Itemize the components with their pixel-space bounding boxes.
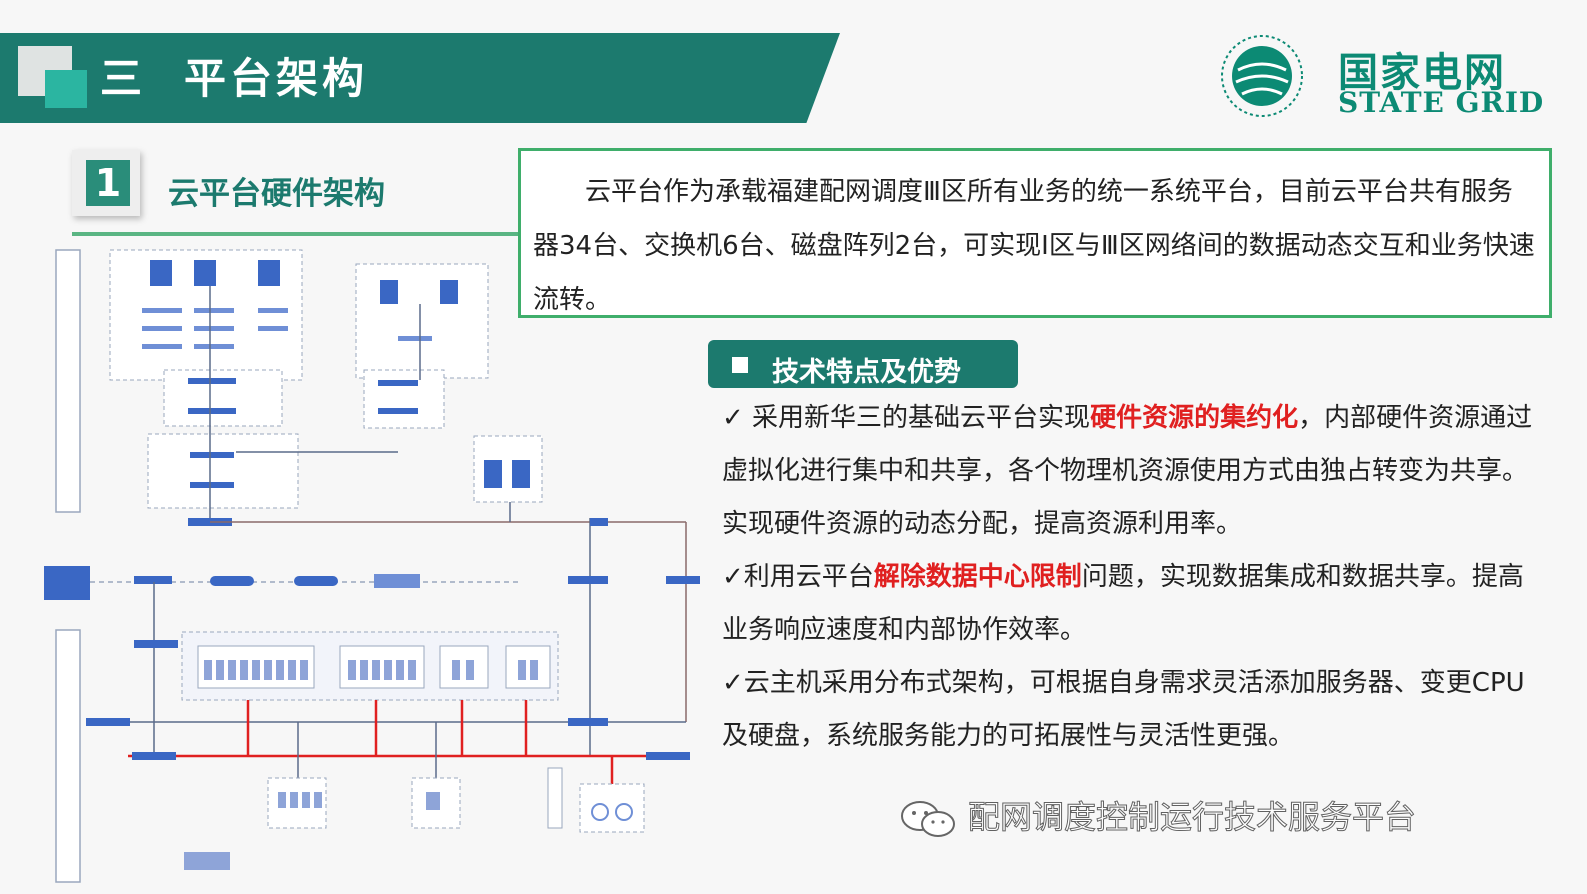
storage-icon xyxy=(484,460,502,488)
feature-item: ✓利用云平台解除数据中心限制问题，实现数据集成和数据共享。提高业务响应速度和内部… xyxy=(722,551,1537,657)
logo-name-cn: 国家电网 xyxy=(1338,50,1506,96)
feature-text: ✓利用云平台 xyxy=(722,562,874,592)
banner-decor-square-accent xyxy=(45,70,87,108)
state-grid-globe-icon xyxy=(1221,35,1303,117)
firewall-group xyxy=(147,433,299,509)
storage-icon xyxy=(512,460,530,488)
tech-heading-tag xyxy=(708,340,1018,388)
feature-text: ✓ 采用新华三的基础云平台实现 xyxy=(722,403,1091,433)
subsection-number: 1 xyxy=(86,160,130,206)
feature-text: ，内部硬件资源通过虚拟化进行集中和共享，各个物理机资源使用方式由独占转变为共享。… xyxy=(722,403,1533,539)
external-system-block xyxy=(44,566,90,600)
subsection-underline xyxy=(72,232,522,236)
server-icon xyxy=(380,280,398,304)
server-icon xyxy=(194,260,216,286)
feature-text: 问题，实现数据集成和数据共享。提高业务响应速度和内部协作效率。 xyxy=(722,562,1524,645)
subsection-title: 云平台硬件架构 xyxy=(168,176,385,212)
feature-item: ✓云主机采用分布式架构，可根据自身需求灵活添加服务器、变更CPU及硬盘，系统服务… xyxy=(722,657,1537,763)
hardware-architecture-diagram xyxy=(44,249,700,883)
feature-text: ✓云主机采用分布式架构，可根据自身需求灵活添加服务器、变更CPU及硬盘，系统服务… xyxy=(722,668,1525,751)
section-title: 平台架构 xyxy=(184,54,369,103)
server-icon xyxy=(258,260,280,286)
square-bullet-icon xyxy=(732,357,748,373)
header-banner xyxy=(0,33,840,123)
feature-highlight: 解除数据中心限制 xyxy=(873,562,1082,592)
description-text: 云平台作为承载福建配网调度Ⅲ区所有业务的统一系统平台，目前云平台共有服务器34台… xyxy=(533,177,1535,315)
server-icon xyxy=(150,260,172,286)
zone-bar-bottom xyxy=(55,629,81,883)
watermark-text: 配网调度控制运行技术服务平台 xyxy=(967,798,1417,837)
description-box: 云平台作为承载福建配网调度Ⅲ区所有业务的统一系统平台，目前云平台共有服务器34台… xyxy=(518,148,1552,318)
feature-list: ✓ 采用新华三的基础云平台实现硬件资源的集约化，内部硬件资源通过虚拟化进行集中和… xyxy=(722,392,1537,763)
logo-name-en: STATE GRID xyxy=(1338,86,1545,119)
server-icon xyxy=(440,280,458,304)
tech-heading-label: 技术特点及优势 xyxy=(772,357,961,388)
wechat-icon xyxy=(901,801,955,837)
feature-item: ✓ 采用新华三的基础云平台实现硬件资源的集约化，内部硬件资源通过虚拟化进行集中和… xyxy=(722,392,1537,551)
feature-highlight: 硬件资源的集约化 xyxy=(1090,403,1299,433)
zone-bar-top xyxy=(55,249,81,513)
section-number: 三 xyxy=(100,54,147,103)
page-title: 三平台架构 xyxy=(100,45,368,106)
